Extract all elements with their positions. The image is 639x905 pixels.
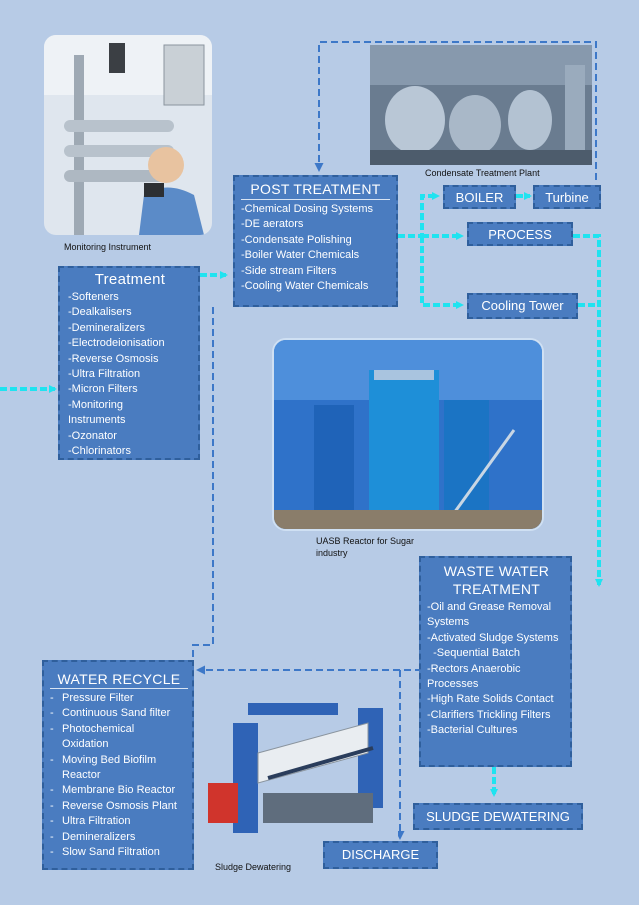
list-item: -Bacterial Cultures [427,724,518,737]
post-treatment-box: POST TREATMENT -Chemical Dosing Systems … [233,175,398,307]
waste-water-title: WASTE WATER TREATMENT [443,563,550,597]
list-item: -Reverse Osmosis [68,352,159,365]
list-item: -Slow Sand Filtration [50,846,160,859]
list-item: -Pressure Filter [50,692,134,704]
post-treatment-title: POST TREATMENT [241,179,390,200]
post-treatment-list: -Chemical Dosing Systems -DE aerators -C… [241,202,390,294]
condensate-plant-photo [370,45,592,165]
list-item: -Continuous Sand filter [50,707,171,720]
dashed-post-to-recycle [192,307,214,663]
uasb-caption: UASB Reactor for Sugar industry [316,536,415,558]
list-item: -Clarifiers Trickling Filters [427,708,551,721]
list-item: -DE aerators [241,218,304,231]
monitoring-instrument-photo [44,35,212,235]
waste-water-box: WASTE WATER TREATMENT -Oil and Grease Re… [419,556,572,767]
list-item: -Electrodeionisation [68,337,165,350]
water-recycle-box: WATER RECYCLE -Pressure Filter -Continuo… [42,660,194,870]
list-item: -Demineralizers [50,830,136,843]
list-item: -Boiler Water Chemicals [241,249,360,262]
list-item: -Softeners [68,291,119,303]
list-item: -Micron Filters [68,383,138,396]
monitoring-caption: Monitoring Instrument [64,242,152,252]
discharge-box: DISCHARGE [323,841,438,869]
condensate-caption: Condensate Treatment Plant [425,168,540,178]
uasb-reactor-photo [272,338,544,531]
dashed-turbine-loop [314,41,597,180]
process-box: PROCESS [467,222,573,246]
boiler-box: BOILER [443,185,516,209]
list-item: -Side stream Filters [241,264,337,277]
list-item: -Ozonator [68,429,117,442]
sludge-press-photo [208,683,398,853]
list-item: -Rectors Anaerobic Processes [427,662,521,691]
list-item: -High Rate Solids Contact [427,693,554,706]
treatment-box: Treatment -Softeners -Dealkalisers -Demi… [58,266,200,460]
list-item: -Membrane Bio Reactor [50,784,176,797]
flow-process-return [573,234,603,587]
list-item: -Chemical Dosing Systems [241,203,374,215]
treatment-title: Treatment [94,271,166,288]
list-item: -Chlorinators [68,445,131,458]
list-item: -Demineralizers [68,321,146,334]
list-item: -Monitoring Instruments [68,398,126,427]
list-item: -Oil and Grease Removal Systems [427,601,552,629]
list-item: -Reverse Osmosis Plant [50,799,177,812]
list-item: -Moving Bed Biofilm Reactor [50,753,157,782]
list-item: -Sequential Batch [427,647,520,660]
list-item: -Condensate Polishing [241,233,352,246]
water-recycle-list: -Pressure Filter -Continuous Sand filter… [50,691,188,860]
sludge-dewatering-box: SLUDGE DEWATERING [413,803,583,830]
water-recycle-title: WATER RECYCLE [50,670,188,689]
list-item: -Ultra Filtration [68,368,141,381]
list-item: -Activated Sludge Systems [427,631,559,644]
list-item: -Cooling Water Chemicals [241,280,369,293]
list-item: -Photochemical Oxidation [50,722,135,751]
sludge-caption: Sludge Dewatering [215,862,292,872]
list-item: -Dealkalisers [68,306,132,319]
list-item: -Ultra Filtration [50,815,131,828]
treatment-list: -Softeners -Dealkalisers -Demineralizers… [68,290,192,459]
cooling-tower-box: Cooling Tower [467,293,578,319]
waste-water-list: -Oil and Grease Removal Systems -Activat… [427,600,566,739]
turbine-box: Turbine [533,185,601,209]
flow-post-to-cooling [420,236,464,309]
flow-post-to-boiler [398,192,440,238]
